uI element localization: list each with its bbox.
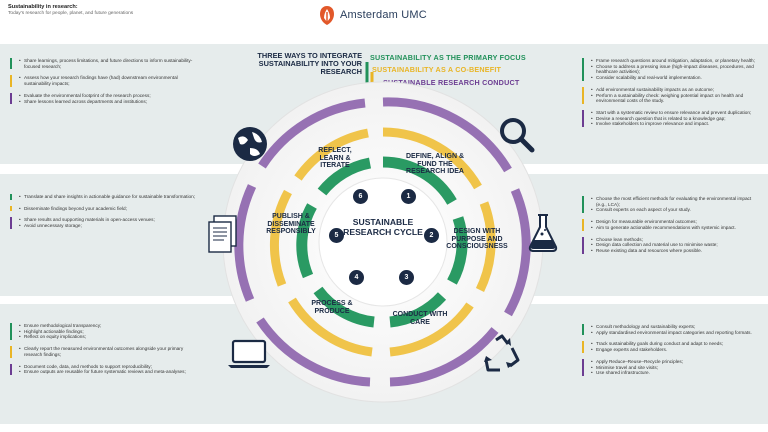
bullet-item: Clearly report the measured environmenta… (19, 346, 200, 357)
green-ring (296, 156, 468, 328)
bullet-item: Translate and share insights in actionab… (19, 194, 200, 200)
purple-ring (234, 97, 531, 387)
research-conduct-label: SUSTAINABLE RESEARCH CONDUCT (383, 78, 520, 87)
logo-text: Amsterdam UMC (340, 9, 427, 21)
bullet-item: Document code, data, and methods to supp… (19, 364, 200, 370)
panel-right-top: Frame research questions around mitigati… (582, 58, 762, 133)
tulip-logo-icon (320, 6, 334, 25)
bullet-item: Minimise travel and site visits; (591, 365, 762, 371)
stage-4-number: 4 (349, 270, 364, 285)
stage-6-number: 6 (353, 189, 368, 204)
bullet-item: Ensure methodological transparency; (19, 323, 200, 329)
bullet-group: Frame research questions around mitigati… (582, 58, 762, 81)
bullet-item: Use shared infrastructure. (591, 370, 762, 376)
bullet-group: Choose lean methods;Design data collecti… (582, 236, 762, 254)
bullet-item: Choose the most efficient methods for ev… (591, 196, 762, 207)
stage-3-label: CONDUCT WITH CARE (392, 311, 448, 326)
bullet-group: Start with a systematic review to ensure… (582, 109, 762, 128)
bullet-item: Design data collection and material use … (591, 242, 762, 248)
bullet-group: Track sustainability goals during conduc… (582, 341, 762, 354)
bullet-item: Ensure outputs are reusable for future s… (19, 369, 200, 375)
panel-left-mid: Translate and share insights in actionab… (10, 194, 200, 235)
stage-5-label: PUBLISH & DISSEMINATE RESPONSIBLY (266, 213, 316, 235)
stage-2-number: 2 (424, 228, 439, 243)
header-title: Sustainability in research: (8, 4, 78, 10)
recycle-icon (484, 334, 520, 372)
stage-2-label: DESIGN WITH PURPOSE AND CONSCIOUSNESS (446, 228, 508, 250)
bullet-group: Add environmental sustainability impacts… (582, 86, 762, 105)
bullet-item: Reflect on equity implications; (19, 334, 200, 340)
three-ways-heading: THREE WAYS TO INTEGRATE SUSTAINABILITY I… (257, 51, 362, 76)
header-subtitle: Today's research for people, planet, and… (8, 11, 134, 16)
magnifier-icon (500, 118, 535, 153)
bullet-item: Consult experts on each aspect of your s… (591, 207, 762, 213)
bullet-item: Add environmental sustainability impacts… (591, 87, 762, 93)
bullet-item: Share lessons learned across departments… (19, 99, 200, 105)
bullet-group: Share learnings, process limitations, an… (10, 58, 200, 70)
bullet-item: Highlight actionable findings; (19, 329, 200, 335)
bullet-group: Document code, data, and methods to supp… (10, 363, 200, 376)
stage-1-number: 1 (401, 189, 416, 204)
stage-4-label: PROCESS & PRODUCE (311, 300, 353, 315)
bullet-item: Share learnings, process limitations, an… (19, 58, 200, 69)
panel-right-bot: Consult methodology and sustainability e… (582, 324, 762, 382)
stage-1-label: DEFINE, ALIGN & FUND THE RESEARCH IDEA (405, 153, 465, 175)
bullet-item: Reuse existing data and resources where … (591, 248, 762, 254)
bullet-item: Apply Reduce–Reuse–Recycle principles; (591, 359, 762, 365)
bullet-item: Avoid unnecessary storage; (19, 223, 200, 229)
bullet-item: Share results and supporting materials i… (19, 217, 200, 223)
bullet-item: Consider scalability and real-world impl… (591, 75, 762, 81)
bullet-item: Devise a research question that is relat… (591, 116, 762, 122)
bullet-group: Evaluate the environmental footprint of … (10, 92, 200, 105)
stage-6-label: REFLECT, LEARN & ITERATE (318, 147, 352, 169)
panel-left-bot: Ensure methodological transparency;Highl… (10, 323, 200, 381)
stage-3-number: 3 (399, 270, 414, 285)
bullet-item: Consult methodology and sustainability e… (591, 324, 762, 330)
bullet-item: Evaluate the environmental footprint of … (19, 93, 200, 99)
stage-5-number: 5 (329, 228, 344, 243)
primary-focus-label: SUSTAINABILITY AS THE PRIMARY FOCUS (370, 53, 526, 62)
bullet-group: Share results and supporting materials i… (10, 217, 200, 230)
bullet-item: Engage experts and stakeholders. (591, 347, 762, 353)
bullet-item: Apply standardised environmental impact … (591, 330, 762, 336)
bullet-group: Translate and share insights in actionab… (10, 194, 200, 200)
bullet-group: Choose the most efficient methods for ev… (582, 196, 762, 214)
bullet-group: Assess how your research findings have (… (10, 75, 200, 88)
bullet-group: Ensure methodological transparency;Highl… (10, 323, 200, 341)
bullet-item: Design for measurable environmental outc… (591, 219, 762, 225)
bullet-item: Choose lean methods; (591, 237, 762, 243)
bullet-group: Disseminate findings beyond your academi… (10, 205, 200, 212)
bullet-group: Apply Reduce–Reuse–Recycle principles;Mi… (582, 358, 762, 377)
globe-icon (233, 127, 267, 161)
cycle-center-label: SUSTAINABLE RESEARCH CYCLE (343, 217, 423, 237)
co-benefit-label: SUSTAINABILITY AS A CO-BENEFIT (372, 65, 502, 74)
bullet-group: Design for measurable environmental outc… (582, 219, 762, 231)
bullet-item: Assess how your research findings have (… (19, 75, 200, 86)
panel-left-top: Share learnings, process limitations, an… (10, 58, 200, 110)
bullet-item: Start with a systematic review to ensure… (591, 110, 762, 116)
bullet-item: Frame research questions around mitigati… (591, 58, 762, 64)
bullet-item: Aim to generate actionable recommendatio… (591, 225, 762, 231)
bullet-group: Clearly report the measured environmenta… (10, 346, 200, 358)
bullet-item: Involve stakeholders to improve relevanc… (591, 121, 762, 127)
bullet-item: Perform a sustainability check: weighing… (591, 93, 762, 104)
bullet-item: Choose to address a pressing issue (high… (591, 64, 762, 75)
amsterdam-umc-logo: Amsterdam UMC (318, 4, 468, 26)
document-icon (208, 215, 237, 253)
bullet-group: Consult methodology and sustainability e… (582, 324, 762, 336)
flask-icon (528, 214, 558, 252)
laptop-icon (228, 339, 270, 368)
panel-right-mid: Choose the most efficient methods for ev… (582, 196, 762, 260)
bullet-item: Disseminate findings beyond your academi… (19, 206, 200, 212)
bullet-item: Track sustainability goals during conduc… (591, 341, 762, 347)
yellow-ring (269, 127, 496, 357)
